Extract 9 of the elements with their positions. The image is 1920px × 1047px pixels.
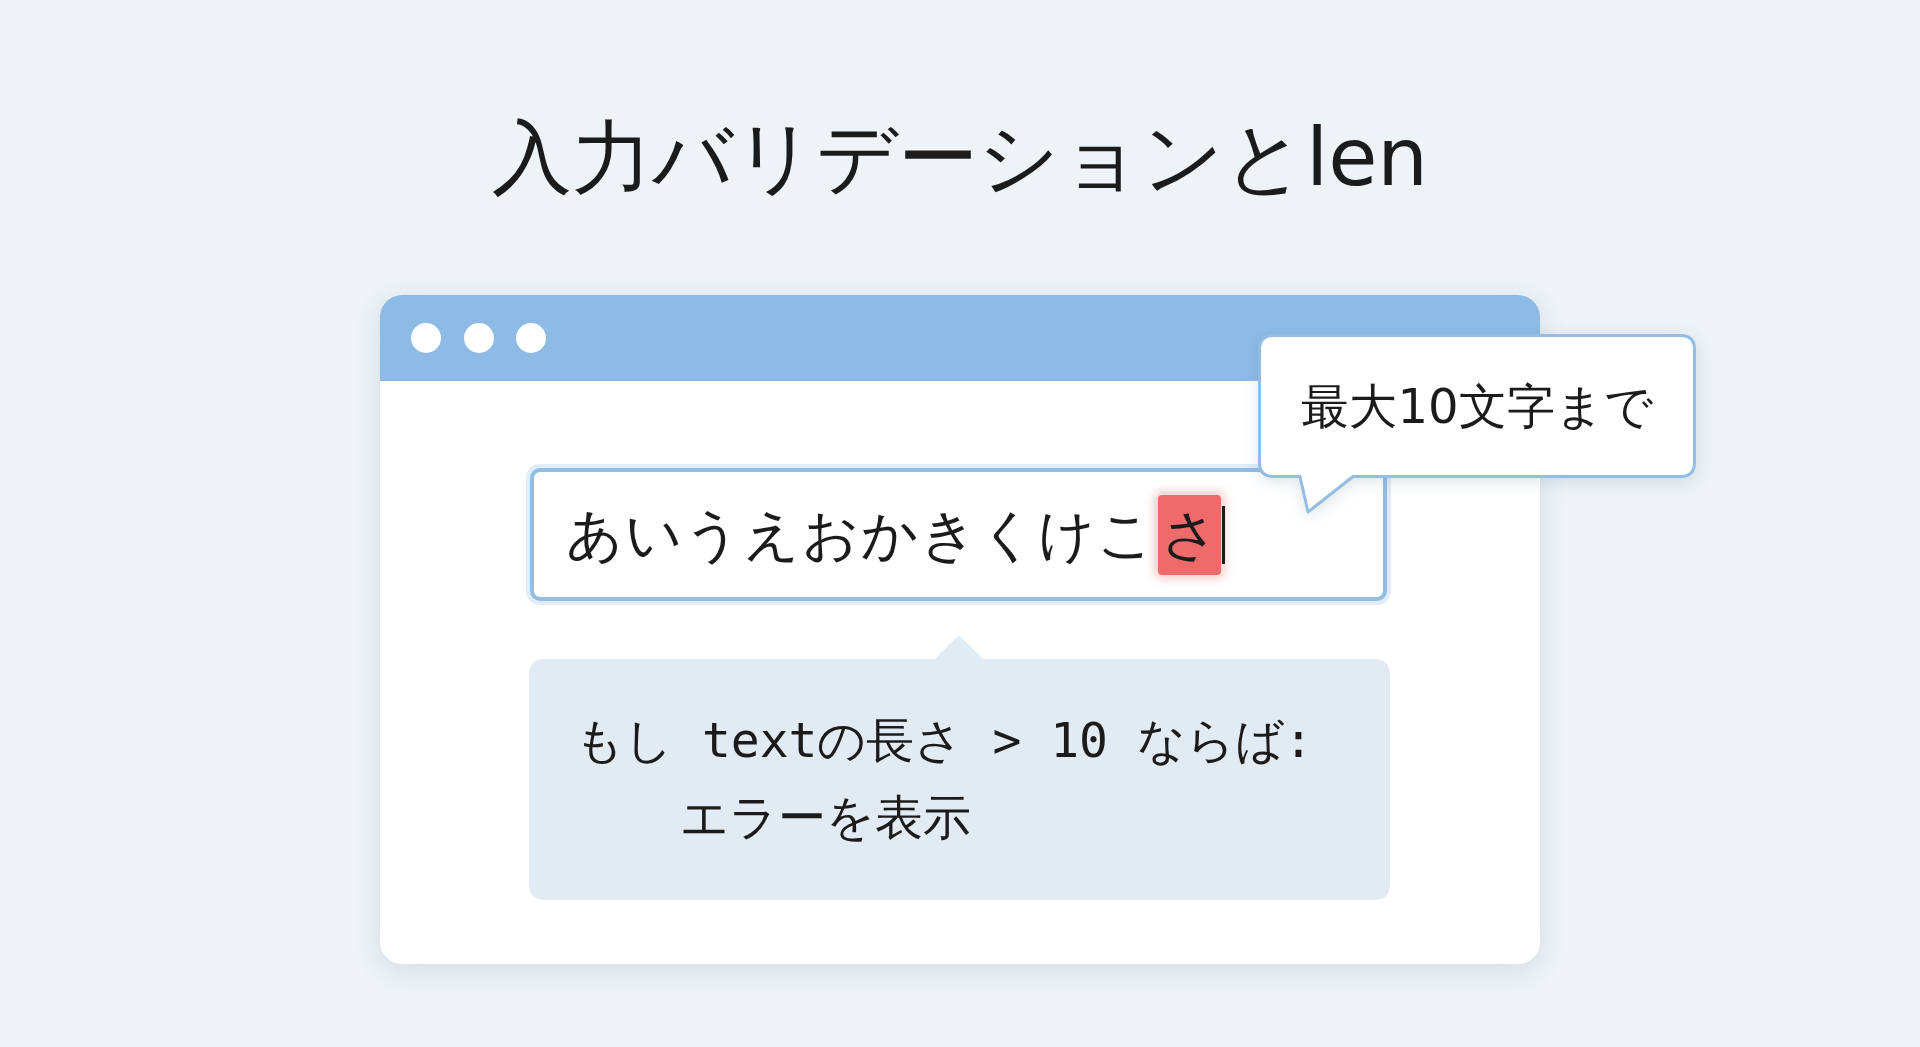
- tooltip: [1258, 334, 1696, 514]
- input-text: あいうえおかきくけこ: [566, 500, 1156, 569]
- title: 入力バリデーションとlen: [491, 110, 1429, 206]
- highlighted-character: さ: [1158, 494, 1221, 575]
- code-line: もし textの長さ > 10 ならば:: [575, 711, 1313, 770]
- code-panel: [529, 636, 1390, 900]
- input-field: [530, 468, 1387, 601]
- tooltip-text: 最大10文字まで: [1301, 377, 1653, 436]
- code-line: エラーを表示: [680, 788, 971, 847]
